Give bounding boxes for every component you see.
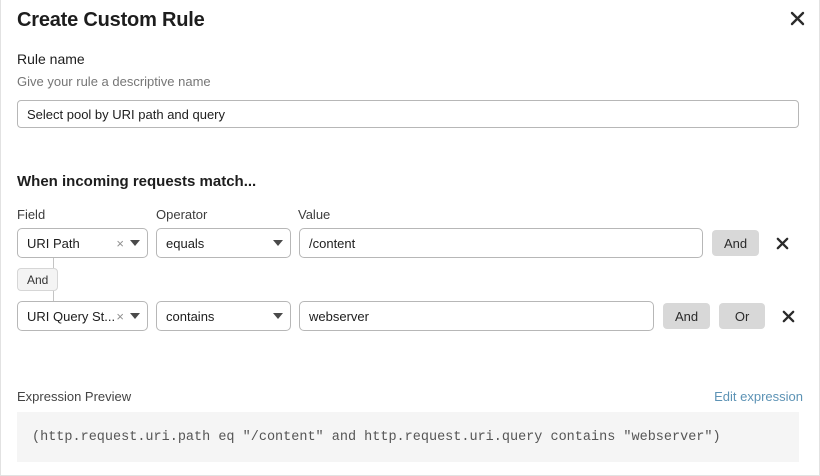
clear-field-icon[interactable]: × xyxy=(116,235,124,251)
and-button-2[interactable]: And xyxy=(663,303,711,329)
chevron-down-icon[interactable] xyxy=(130,240,140,246)
rule-name-help-text: Give your rule a descriptive name xyxy=(17,74,211,89)
connector-line-top xyxy=(53,258,54,268)
condition-row: URI Path × equals And xyxy=(17,228,793,258)
delete-condition-button-2[interactable] xyxy=(777,305,799,327)
chevron-down-icon[interactable] xyxy=(273,313,283,319)
match-section-heading: When incoming requests match... xyxy=(17,173,257,190)
rule-name-input[interactable] xyxy=(17,100,799,128)
or-button-2[interactable]: Or xyxy=(719,303,766,329)
column-header-field: Field xyxy=(17,207,46,222)
field-select-1-value: URI Path xyxy=(27,235,80,251)
connector-line-bottom xyxy=(53,291,54,302)
expression-preview-label: Expression Preview xyxy=(17,389,132,404)
rule-name-label: Rule name xyxy=(17,51,85,67)
close-icon xyxy=(776,237,788,249)
value-input-2[interactable] xyxy=(299,301,654,331)
condition-row: URI Query St... × contains And Or xyxy=(17,301,799,331)
value-input-1[interactable] xyxy=(299,228,703,258)
column-header-value: Value xyxy=(298,207,331,222)
chevron-down-icon[interactable] xyxy=(273,240,283,246)
operator-select-2[interactable]: contains xyxy=(156,301,291,331)
close-icon xyxy=(790,11,804,25)
edit-expression-link[interactable]: Edit expression xyxy=(714,389,803,404)
operator-select-2-value: contains xyxy=(166,308,215,324)
dialog-title: Create Custom Rule xyxy=(17,9,205,31)
close-icon xyxy=(782,310,794,322)
field-select-1[interactable]: URI Path × xyxy=(17,228,148,258)
field-select-2[interactable]: URI Query St... × xyxy=(17,301,148,331)
field-select-2-value: URI Query St... xyxy=(27,308,115,324)
operator-select-1[interactable]: equals xyxy=(156,228,291,258)
clear-field-icon[interactable]: × xyxy=(116,308,124,324)
column-header-operator: Operator xyxy=(156,207,208,222)
connector-and-badge[interactable]: And xyxy=(17,268,59,291)
delete-condition-button-1[interactable] xyxy=(771,232,793,254)
expression-preview-code: (http.request.uri.path eq "/content" and… xyxy=(17,412,799,462)
chevron-down-icon[interactable] xyxy=(130,313,140,319)
close-dialog-button[interactable] xyxy=(783,4,811,32)
operator-select-1-value: equals xyxy=(166,235,205,251)
condition-connector: And xyxy=(17,258,137,302)
and-button-1[interactable]: And xyxy=(712,230,760,256)
